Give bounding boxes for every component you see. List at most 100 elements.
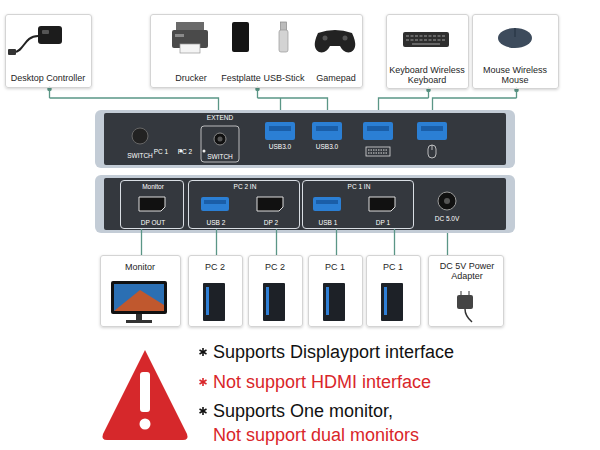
mouse-icon-part — [498, 28, 532, 48]
node-text: USB3.0 — [260, 143, 300, 150]
gamepad-icon-part — [315, 30, 356, 52]
node-text: Monitor — [101, 262, 179, 272]
node-text: DP OUT — [123, 219, 183, 226]
keyboard-icon-part — [406, 39, 446, 41]
cable-line — [276, 229, 277, 255]
node-text: DP 1 — [363, 219, 403, 226]
front-panel-housing-part — [132, 128, 148, 144]
node-text: USB 2 — [196, 219, 236, 226]
back-panel-housing-part — [95, 175, 515, 233]
node-text: Drucker — [166, 73, 216, 83]
desktop-controller-icon-part — [42, 30, 49, 34]
device-card: PC 1 — [366, 255, 421, 327]
cable-line — [216, 229, 217, 255]
desktop-controller-icon — [8, 26, 62, 55]
pc-tower-icon-part — [326, 287, 329, 315]
node-text: PC 1 — [309, 262, 361, 272]
node-text: PC 1 — [146, 148, 176, 155]
pc-tower-icon-part — [384, 287, 387, 315]
pc-tower-icon-part — [323, 283, 345, 321]
cable-line — [447, 233, 448, 255]
bullet-mark-part — [200, 348, 207, 356]
printer-icon — [172, 22, 208, 53]
monitor-icon-part — [126, 320, 152, 323]
back-panel-housing-part — [257, 197, 283, 211]
node-text: Keyboard Wireless Keyboard — [387, 65, 467, 86]
front-panel-housing-part — [367, 126, 389, 131]
desktop-controller-icon-part — [38, 26, 62, 44]
desktop-controller-icon-part — [8, 49, 16, 55]
device-card: Monitor — [100, 255, 181, 327]
cable-line — [379, 89, 429, 110]
monitor-icon-part — [114, 284, 164, 311]
node-text: Desktop Controller — [6, 73, 90, 83]
node-text: PC 2 IN — [220, 183, 270, 190]
back-panel-housing-part — [316, 200, 338, 204]
front-panel-housing-part — [432, 145, 433, 150]
bullet-mark-part-part — [200, 380, 207, 384]
node-text: EXTEND — [200, 114, 240, 121]
node-text: USB3.0 — [307, 143, 347, 150]
front-panel-housing-part — [366, 147, 390, 156]
pc-tower-icon-part — [263, 283, 285, 321]
monitor-icon-part — [111, 281, 167, 314]
device-card: Desktop Controller — [5, 14, 92, 88]
warning-triangle-part — [140, 372, 150, 412]
mouse-icon — [498, 28, 532, 48]
node-text: PC 1 — [367, 262, 419, 272]
power-adapter-icon-part — [457, 295, 473, 309]
feature-note: Not support dual monitors — [213, 424, 419, 446]
hard-drive-icon-part — [232, 22, 249, 52]
monitor-icon-part — [136, 314, 142, 320]
bullet-mark-part-part — [200, 350, 207, 354]
front-panel-housing-part — [269, 126, 291, 131]
node-text: Festplatte — [216, 73, 266, 83]
front-panel-housing-part — [417, 122, 447, 140]
front-panel: SWITCHPC 1PC 2EXTENDSWITCHUSB3.0USB3.0 — [95, 110, 515, 168]
port-group: PC 1 INUSB 1DP 1 — [302, 180, 414, 229]
pc-tower-icon-part — [206, 287, 209, 315]
gamepad-icon — [315, 30, 356, 52]
front-panel-housing-part — [421, 126, 443, 131]
bullet-mark-part — [200, 378, 207, 386]
feature-note: Not support HDMI interface — [213, 371, 431, 393]
back-panel-housing-part — [139, 197, 165, 211]
device-card: DruckerFestplatteUSB-StickGamepad — [150, 14, 363, 88]
back-panel-housing-part — [438, 192, 456, 210]
power-adapter-icon — [457, 291, 473, 322]
front-panel-housing — [95, 110, 515, 168]
pc-tower-icon — [203, 283, 403, 321]
front-panel-housing-part — [201, 126, 239, 162]
mouse-icon-part — [515, 28, 516, 37]
keyboard-icon-part — [406, 35, 446, 37]
node-text: PC 2 — [189, 262, 241, 272]
front-panel-housing-part — [312, 122, 342, 140]
warning-triangle — [103, 350, 188, 440]
back-panel-housing-part — [444, 198, 450, 204]
front-panel-housing-part — [104, 113, 506, 165]
back-panel-housing — [95, 175, 515, 233]
front-panel-housing-part — [203, 150, 206, 153]
cable-line — [433, 89, 517, 110]
back-panel-housing-part — [313, 197, 341, 211]
bullet-mark-part — [200, 407, 207, 415]
node-text: Monitor — [123, 183, 183, 190]
node-text: DC 5.0V — [422, 215, 472, 222]
device-card: PC 2 — [248, 255, 303, 327]
front-panel-housing-part — [368, 150, 388, 151]
front-panel-housing-part — [218, 137, 223, 142]
printer-icon-part — [180, 44, 200, 53]
monitor-icon — [111, 281, 167, 323]
gamepad-icon-part — [343, 36, 348, 41]
node-text: SWITCH — [200, 153, 240, 160]
feature-note: Supports One monitor, — [213, 400, 393, 422]
bullet-mark-part-part — [200, 409, 207, 413]
monitor-icon-part — [114, 290, 164, 311]
cable-line — [50, 88, 219, 110]
bullet-mark-part-part — [200, 380, 207, 384]
node-text: USB 1 — [308, 219, 348, 226]
printer-icon-part — [176, 22, 204, 31]
desktop-controller-icon-part — [14, 36, 38, 52]
cable-line — [258, 88, 328, 110]
usb-stick-icon — [279, 22, 288, 52]
